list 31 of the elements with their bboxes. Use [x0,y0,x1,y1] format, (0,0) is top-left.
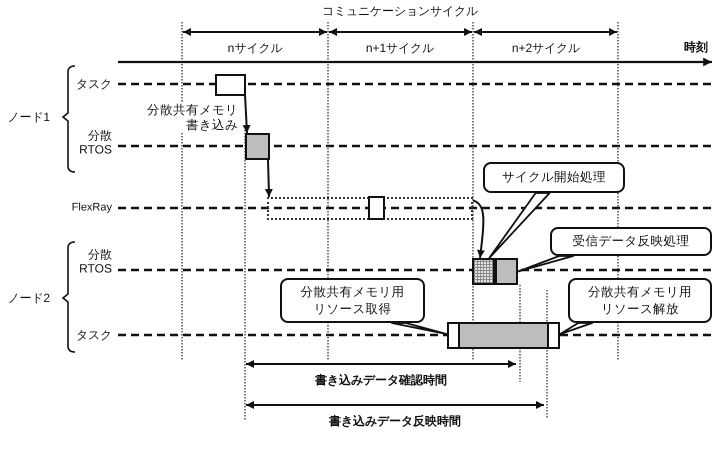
diagram-title: コミュニケーションサイクル [322,4,478,18]
task-block [495,258,518,285]
row-label: 分散 RTOS [79,248,112,276]
row-label: タスク [76,328,112,342]
cycle-label: nサイクル [228,40,282,56]
task-block [472,258,495,285]
callout-pointer [517,255,574,272]
axis-label: 時刻 [684,40,708,54]
arrow [264,160,273,198]
task-block [215,74,246,96]
group-label: ノード1 [7,110,50,124]
task-block [547,322,560,349]
callout-pointer [488,192,551,259]
arrow [242,96,251,134]
task-block [447,322,460,349]
task-block [245,133,270,160]
task-block [447,322,560,349]
cycle-label: n+1サイクル [366,40,434,56]
row-label: タスク [76,76,112,92]
group-label: ノード2 [7,290,50,306]
callout-pointer [391,322,448,336]
message-block [368,196,384,220]
dimension-label: 書き込みデータ反映時間 [329,414,461,428]
arrow [472,200,485,258]
row-label: 分散 RTOS [79,128,112,158]
transfer-frame [267,197,473,220]
row-label: FlexRay [72,201,112,215]
cycle-label: n+2サイクル [512,40,580,56]
callout-pointer [559,322,594,336]
dimension-label: 書き込みデータ確認時間 [315,372,447,388]
callout-box: サイクル開始処理 [483,162,625,193]
